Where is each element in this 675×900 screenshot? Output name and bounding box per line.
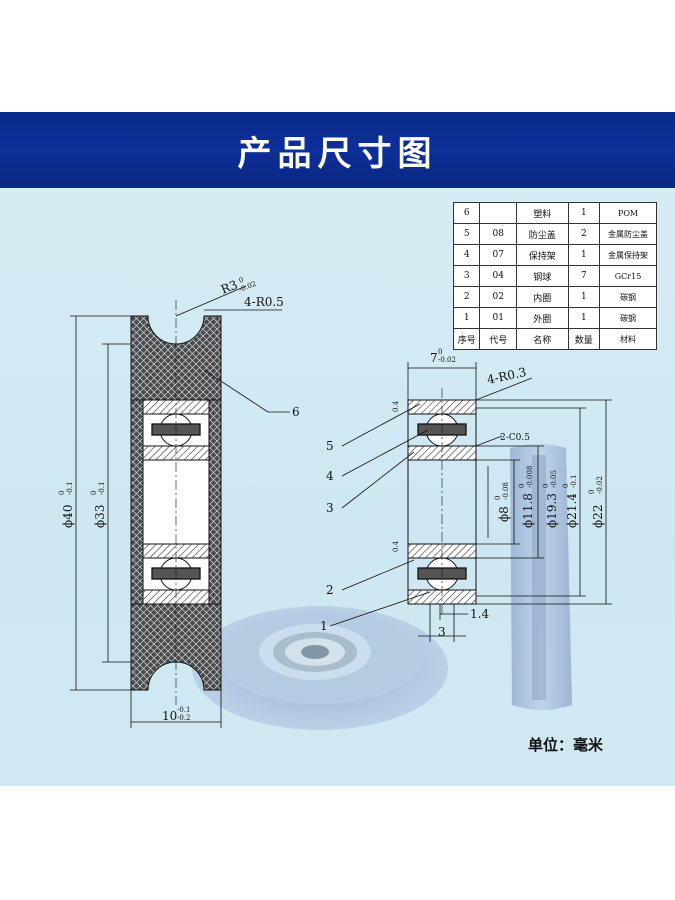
dim-d33-up: 0 <box>90 491 98 495</box>
table-cell: 碳钢 <box>599 307 657 329</box>
table-cell: 3 <box>452 265 481 287</box>
dim-width-left-up: -0.1 <box>177 706 191 714</box>
dim-d118-up: 0 <box>518 484 526 488</box>
table-row: 序号代号名称数量材料 <box>452 328 657 350</box>
dim-d40-dn: -0.1 <box>66 482 74 496</box>
table-cell: 1 <box>452 307 481 329</box>
dim-d8-dn: -0.08 <box>502 482 510 500</box>
callout-1: 1 <box>320 619 328 633</box>
table-cell: 材料 <box>599 328 657 350</box>
dim-r3: R3 <box>219 278 240 297</box>
dim-d33: ϕ33 <box>93 505 107 528</box>
title-banner: 产品尺寸图 <box>0 112 675 188</box>
wheel-photo-front <box>192 606 448 730</box>
table-cell: 金属防尘盖 <box>599 223 657 245</box>
table-cell: 02 <box>479 286 517 308</box>
table-cell: 7 <box>567 265 601 287</box>
dim-d214: ϕ21.4 <box>565 493 579 528</box>
table-cell: 代号 <box>479 328 517 350</box>
right-view-dimensions <box>329 362 612 642</box>
dim-d22: ϕ22 <box>591 505 605 528</box>
table-cell: 1 <box>567 307 601 329</box>
table-cell: 1 <box>567 286 601 308</box>
table-cell: 1 <box>567 244 601 266</box>
dim-d8-up: 0 <box>494 496 502 500</box>
table-cell: 序号 <box>452 328 481 350</box>
callout-3: 3 <box>326 501 334 515</box>
left-sectional-view <box>130 300 222 705</box>
table-cell: 04 <box>479 265 517 287</box>
table-cell: 1 <box>567 202 601 224</box>
dim-d193-dn: -0.05 <box>550 470 558 488</box>
table-cell: 2 <box>452 286 481 308</box>
dim-width-left-dn: -0.2 <box>177 714 191 722</box>
dim-width-right-up: 0 <box>438 348 442 356</box>
table-cell: 钢球 <box>516 265 569 287</box>
dim-chamfer-left: 4-R0.5 <box>244 295 284 309</box>
callout-5: 5 <box>326 439 334 453</box>
dim-d214-dn: -0.1 <box>570 475 578 489</box>
dim-d118-dn: -0.008 <box>526 466 534 488</box>
table-cell: 外圈 <box>516 307 569 329</box>
table-cell: GCr15 <box>599 265 657 287</box>
dim-d193-up: 0 <box>542 484 550 488</box>
dim-d40: ϕ40 <box>61 505 75 528</box>
dim-chamfer-right: 4-R0.3 <box>486 365 528 387</box>
callout-6: 6 <box>292 405 300 419</box>
table-cell: 01 <box>479 307 517 329</box>
dim-d33-dn: -0.1 <box>98 482 106 496</box>
table-cell <box>479 202 517 224</box>
table-cell: 碳钢 <box>599 286 657 308</box>
table-cell: 金属保持架 <box>599 244 657 266</box>
dim-d40-up: 0 <box>58 491 66 495</box>
right-sectional-view <box>407 388 477 616</box>
callout-2: 2 <box>326 583 334 597</box>
table-cell: 5 <box>452 223 481 245</box>
callout-4: 4 <box>326 469 334 483</box>
dim-d193: ϕ19.3 <box>545 493 559 528</box>
left-view-dimensions <box>70 285 290 728</box>
wheel-photo-side <box>510 444 572 710</box>
dim-gap-bot: 0.4 <box>392 540 400 552</box>
dim-gap-top: 0.4 <box>392 400 400 412</box>
table-cell: 名称 <box>516 328 569 350</box>
table-cell: 内圈 <box>516 286 569 308</box>
dim-c05: 2-C0.5 <box>500 433 530 443</box>
dim-r3-tol-up: 0 <box>238 276 245 285</box>
dim-width-right: 7 <box>430 351 438 365</box>
table-cell: POM <box>599 202 657 224</box>
dim-d118: ϕ11.8 <box>521 493 535 528</box>
dim-d22-dn: -0.02 <box>596 476 604 494</box>
table-cell: 08 <box>479 223 517 245</box>
table-cell: 2 <box>567 223 601 245</box>
table-cell: 数量 <box>567 328 601 350</box>
table-cell: 4 <box>452 244 481 266</box>
dim-3: 3 <box>438 625 446 639</box>
dim-d214-up: 0 <box>562 484 570 488</box>
dim-d22-up: 0 <box>588 490 596 494</box>
dim-d8: ϕ8 <box>497 506 511 522</box>
dim-width-right-dn: -0.02 <box>438 356 456 364</box>
table-cell: 防尘盖 <box>516 223 569 245</box>
table-cell: 保持架 <box>516 244 569 266</box>
table-cell: 塑料 <box>516 202 569 224</box>
dim-1-4: 1.4 <box>470 607 489 621</box>
table-cell: 6 <box>452 202 481 224</box>
page-title: 产品尺寸图 <box>237 133 438 174</box>
unit-label: 单位：毫米 <box>528 736 604 754</box>
table-cell: 07 <box>479 244 517 266</box>
dim-width-left: 10 <box>162 709 177 723</box>
